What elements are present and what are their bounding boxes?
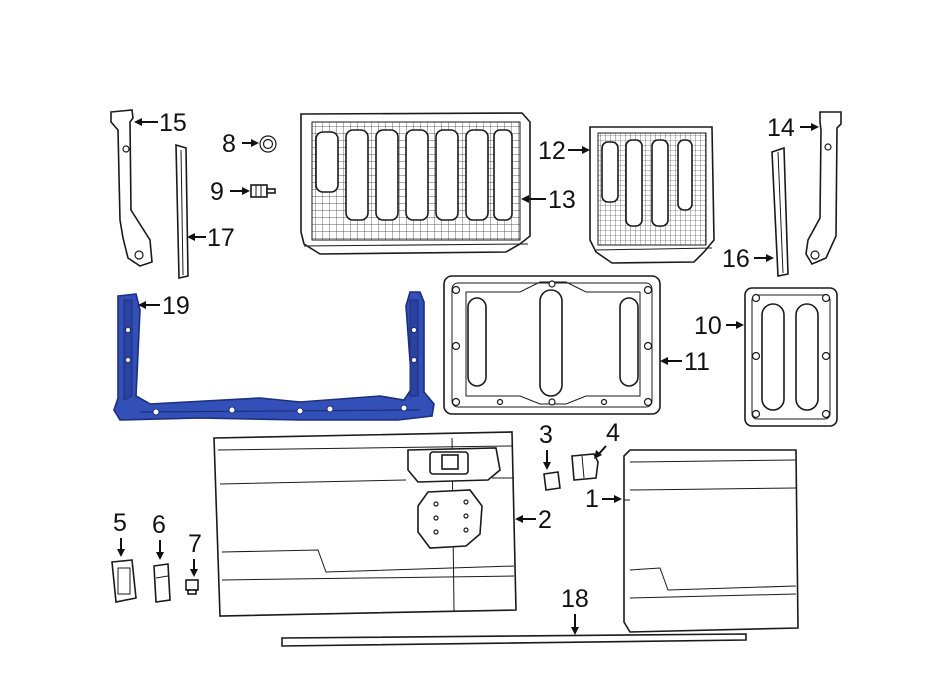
callout-3: 3 [539, 421, 553, 470]
part-18-strip [281, 633, 747, 647]
callout-18: 18 [561, 585, 589, 635]
callout-17: 17 [187, 224, 235, 252]
svg-text:5: 5 [113, 509, 127, 537]
svg-text:15: 15 [159, 109, 187, 137]
part-11-center-panel [443, 275, 661, 415]
svg-text:11: 11 [684, 348, 710, 376]
part-8-grommet [259, 135, 277, 153]
part-16-right-strip [771, 146, 789, 277]
svg-text:10: 10 [694, 312, 722, 340]
part-6-bracket [153, 563, 171, 603]
part-4-latch [571, 453, 599, 481]
svg-text:9: 9 [210, 178, 224, 206]
svg-text:3: 3 [539, 421, 553, 449]
part-10-right-panel [744, 287, 838, 427]
svg-text:4: 4 [606, 419, 620, 447]
svg-text:14: 14 [767, 114, 795, 142]
callout-19: 19 [138, 292, 190, 320]
callout-10: 10 [694, 312, 744, 340]
part-14-right-upright [805, 111, 842, 266]
callout-15: 15 [134, 109, 187, 137]
callout-7: 7 [188, 530, 202, 577]
callout-8: 8 [222, 130, 259, 158]
svg-text:12: 12 [538, 137, 566, 165]
part-1-right-section [623, 449, 799, 633]
callout-6: 6 [152, 511, 166, 560]
svg-text:19: 19 [162, 292, 190, 320]
callout-11: 11 [660, 348, 710, 376]
svg-text:8: 8 [222, 130, 236, 158]
callout-1: 1 [585, 485, 622, 513]
callout-12: 12 [538, 137, 590, 165]
callout-4: 4 [594, 419, 620, 459]
part-17-left-strip [175, 143, 189, 279]
svg-text:18: 18 [561, 585, 589, 613]
part-3-clip [543, 471, 561, 491]
callout-9: 9 [210, 178, 250, 206]
callout-2: 2 [515, 506, 552, 534]
part-2-tailgate-outer [213, 431, 517, 617]
svg-text:16: 16 [722, 245, 750, 273]
part-7-plug [185, 579, 199, 595]
part-9-fastener [250, 184, 276, 198]
part-15-left-upright [110, 109, 153, 267]
svg-text:6: 6 [152, 511, 166, 539]
svg-text:13: 13 [548, 186, 576, 214]
part-13-large-panel [300, 112, 531, 255]
callout-13: 13 [521, 186, 576, 214]
callout-5: 5 [113, 509, 127, 557]
callout-16: 16 [722, 245, 774, 273]
svg-text:7: 7 [188, 530, 202, 558]
svg-text:2: 2 [538, 506, 552, 534]
callout-14: 14 [767, 114, 819, 142]
part-12-small-panel [589, 126, 715, 264]
svg-text:1: 1 [585, 485, 599, 513]
svg-text:17: 17 [207, 224, 235, 252]
part-5-bracket [111, 559, 137, 603]
part-19-frame-highlighted [113, 291, 435, 421]
